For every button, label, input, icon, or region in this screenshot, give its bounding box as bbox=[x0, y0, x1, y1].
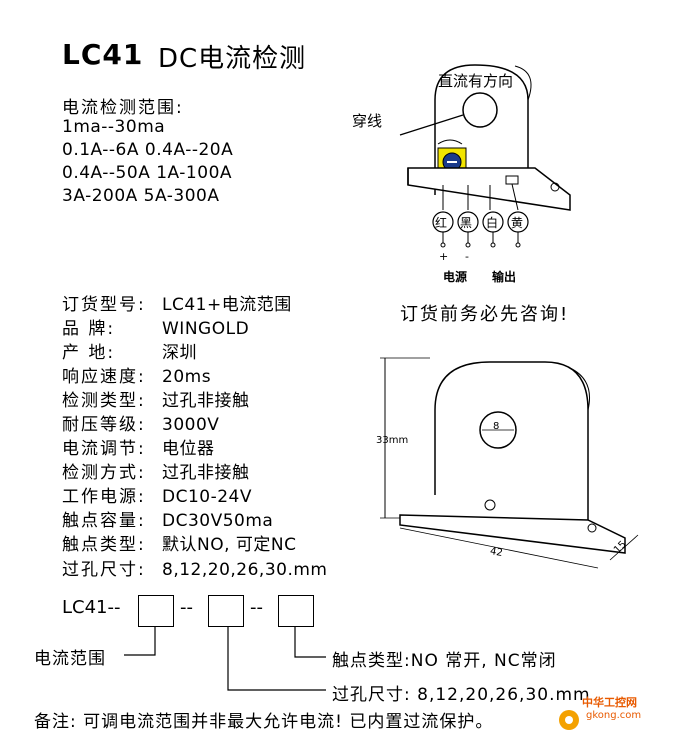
spec-row: 品 牌: WINGOLD bbox=[62, 314, 249, 339]
plus-sign: + bbox=[439, 250, 449, 263]
remark-note: 备注: 可调电流范围并非最大允许电流! 已内置过流保护。 bbox=[34, 712, 494, 732]
spec-label: 触点容量: bbox=[62, 511, 146, 531]
adjust-arrow-icon bbox=[437, 139, 463, 145]
spec-label: 检测类型: bbox=[62, 391, 146, 411]
dimension-drawing bbox=[380, 357, 639, 569]
width-dimension-line bbox=[399, 527, 599, 569]
logo-text-bottom: gkong.com bbox=[586, 710, 642, 721]
range-line: 3A-200A 5A-300A bbox=[62, 186, 220, 206]
sensor-body-edge bbox=[514, 65, 532, 101]
spec-label: 触点类型: bbox=[62, 535, 146, 555]
terminal-label-white: 白 bbox=[486, 216, 499, 230]
spec-row: 响应速度: 20ms bbox=[62, 362, 211, 387]
spec-label: 检测方式: bbox=[62, 463, 146, 483]
terminal-label-black: 黑 bbox=[460, 216, 473, 230]
direction-label: 直流有方向 bbox=[438, 72, 514, 90]
range-line: 0.4A--50A 1A-100A bbox=[62, 163, 233, 183]
spec-row: 检测方式: 过孔非接触 bbox=[62, 458, 250, 483]
range-label: 电流范围 bbox=[34, 649, 106, 669]
output-label: 输出 bbox=[492, 270, 517, 284]
range-code-box bbox=[138, 595, 174, 627]
range-heading: 电流检测范围: bbox=[62, 98, 184, 118]
spec-label: 响应速度: bbox=[62, 367, 146, 387]
contact-type-label: 触点类型:NO 常开, NC常闭 bbox=[332, 651, 557, 671]
spec-label: 工作电源: bbox=[62, 487, 146, 507]
gkong-logo bbox=[559, 710, 579, 730]
wiring-diagram bbox=[399, 64, 571, 248]
spec-row: 订货型号: LC41+电流范围 bbox=[62, 290, 292, 315]
order-note: 订货前务必先咨询! bbox=[400, 304, 570, 325]
spec-value: 3000V bbox=[162, 415, 220, 435]
spec-value: 默认NO, 可定NC bbox=[162, 535, 297, 555]
mount-hole bbox=[550, 182, 560, 192]
hole-dimension: 8 bbox=[493, 421, 500, 432]
spec-row: 电流调节: 电位器 bbox=[62, 434, 215, 459]
spec-row: 过孔尺寸: 8,12,20,26,30.mm bbox=[62, 555, 327, 580]
spec-row: 耐压等级: 3000V bbox=[62, 410, 219, 435]
spec-row: 触点容量: DC30V50ma bbox=[62, 506, 273, 531]
mount-hole bbox=[484, 499, 496, 511]
depth-dimension-line bbox=[609, 534, 639, 561]
sensor-body-outline bbox=[434, 361, 589, 520]
minus-sign: - bbox=[465, 250, 469, 263]
spec-value: LC41+电流范围 bbox=[162, 295, 292, 315]
spec-value: 过孔非接触 bbox=[162, 463, 250, 483]
height-dimension: 33mm bbox=[376, 435, 409, 446]
range-line: 1ma--30ma bbox=[62, 117, 166, 137]
code-dash: -- bbox=[180, 597, 193, 618]
hole-size-label: 过孔尺寸: 8,12,20,26,30.mm bbox=[332, 685, 591, 705]
power-label: 电源 bbox=[443, 270, 468, 284]
hole-code-box bbox=[208, 595, 244, 627]
spec-row: 检测类型: 过孔非接触 bbox=[62, 386, 250, 411]
wire-hole bbox=[462, 92, 498, 128]
order-code-prefix: LC41-- bbox=[62, 597, 121, 618]
spec-value: 20ms bbox=[162, 367, 212, 387]
logo-text-top: 中华工控网 bbox=[582, 696, 637, 709]
spec-label: 订货型号: bbox=[62, 295, 146, 315]
spec-value: 过孔非接触 bbox=[162, 391, 250, 411]
contact-code-box bbox=[278, 595, 314, 627]
spec-row: 工作电源: DC10-24V bbox=[62, 482, 252, 507]
spec-row: 触点类型: 默认NO, 可定NC bbox=[62, 530, 297, 555]
spec-row: 产 地: 深圳 bbox=[62, 338, 197, 363]
spec-label: 电流调节: bbox=[62, 439, 146, 459]
spec-label: 过孔尺寸: bbox=[62, 560, 146, 580]
model-title: LC41 bbox=[62, 38, 144, 71]
terminal-label-yellow: 黄 bbox=[511, 216, 524, 230]
spec-value: 深圳 bbox=[162, 343, 197, 363]
pass-wire-label: 穿线 bbox=[352, 112, 383, 130]
base-plate bbox=[399, 514, 626, 554]
spec-value: 8,12,20,26,30.mm bbox=[162, 560, 328, 580]
sensor-body-outline bbox=[434, 64, 529, 195]
spec-label: 耐压等级: bbox=[62, 415, 146, 435]
spec-label: 产 地: bbox=[62, 343, 116, 363]
spec-value: 电位器 bbox=[162, 439, 215, 459]
product-title: DC电流检测 bbox=[158, 44, 307, 74]
spec-value: WINGOLD bbox=[162, 319, 250, 339]
terminal-label-red: 红 bbox=[435, 216, 448, 230]
spec-value: DC10-24V bbox=[162, 487, 252, 507]
range-line: 0.1A--6A 0.4A--20A bbox=[62, 140, 234, 160]
mount-hole bbox=[587, 523, 597, 533]
code-dash: -- bbox=[250, 597, 263, 618]
pass-wire-pointer bbox=[399, 114, 464, 136]
spec-value: DC30V50ma bbox=[162, 511, 274, 531]
spec-label: 品 牌: bbox=[62, 319, 116, 339]
